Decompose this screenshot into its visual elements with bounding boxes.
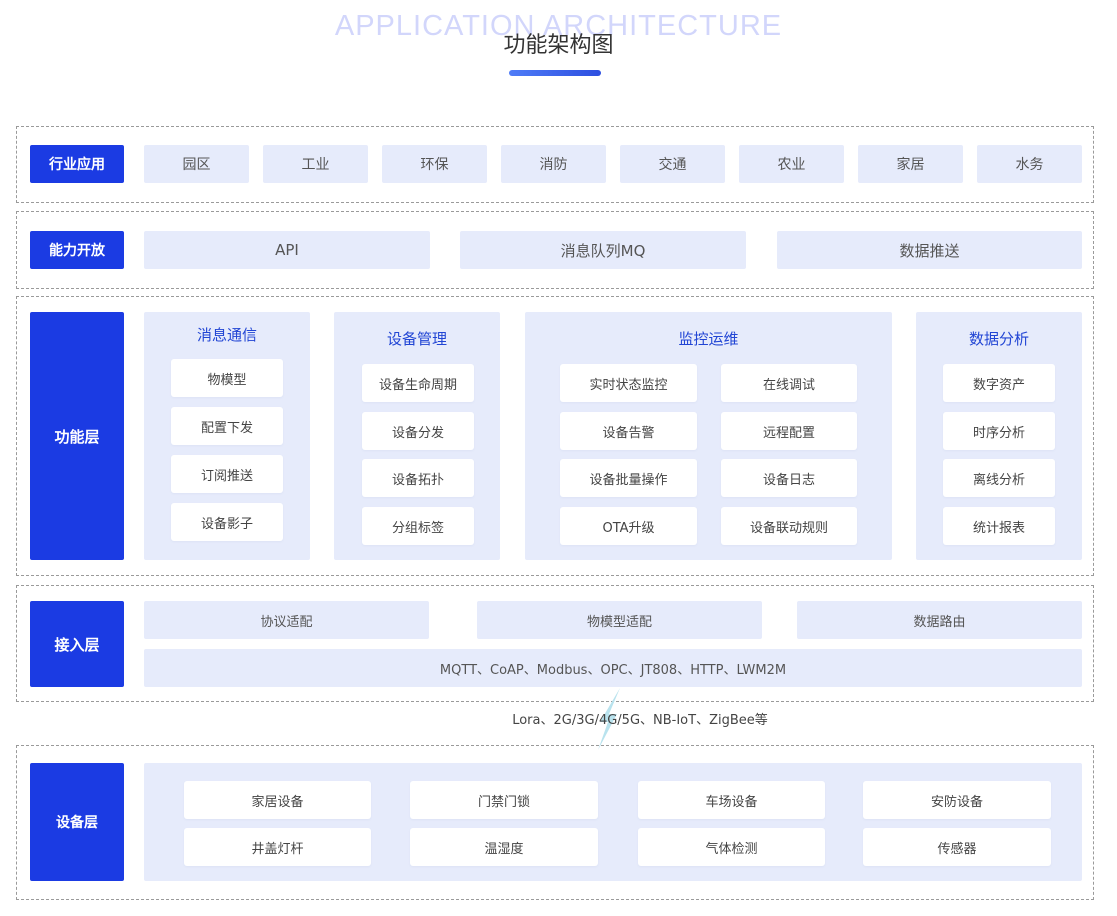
device-mgmt-panel-title: 设备管理 [386, 330, 447, 348]
function-layer-tag: 功能层 [30, 312, 124, 560]
device-item[interactable]: 井盖灯杆 [184, 828, 371, 866]
device-item[interactable]: 家居设备 [184, 781, 371, 819]
device-layer-tag: 设备层 [30, 763, 124, 881]
monitoring-item[interactable]: 设备日志 [721, 459, 857, 497]
device-item[interactable]: 传感器 [863, 828, 1051, 866]
industry-item[interactable]: 水务 [977, 145, 1082, 183]
industry-item[interactable]: 环保 [382, 145, 487, 183]
messaging-panel-title: 消息通信 [196, 326, 257, 344]
monitoring-item[interactable]: 设备联动规则 [721, 507, 857, 545]
device-item[interactable]: 安防设备 [863, 781, 1051, 819]
monitoring-panel-title: 监控运维 [678, 330, 739, 348]
industry-item[interactable]: 农业 [739, 145, 844, 183]
monitoring-item[interactable]: 设备批量操作 [560, 459, 697, 497]
device-mgmt-item[interactable]: 设备生命周期 [362, 364, 474, 402]
access-layer [16, 585, 1094, 702]
messaging-item[interactable]: 物模型 [171, 359, 283, 397]
data-analysis-item[interactable]: 数字资产 [943, 364, 1055, 402]
device-layer [16, 745, 1094, 900]
device-mgmt-item[interactable]: 设备拓扑 [362, 459, 474, 497]
monitoring-item[interactable]: 远程配置 [721, 412, 857, 450]
capability-item[interactable]: API [144, 231, 430, 269]
industry-item[interactable]: 工业 [263, 145, 368, 183]
lightning-bolt-icon [598, 688, 620, 750]
capability-item[interactable]: 消息队列MQ [460, 231, 746, 269]
industry-layer [16, 126, 1094, 203]
data-analysis-item[interactable]: 离线分析 [943, 459, 1055, 497]
page-title: 功能架构图 [503, 33, 614, 58]
connectivity-text: Lora、2G/3G/4G/5G、NB-IoT、ZigBee等 [512, 713, 768, 728]
industry-layer-tag: 行业应用 [30, 145, 124, 183]
industry-item[interactable]: 交通 [620, 145, 725, 183]
monitoring-item[interactable]: 设备告警 [560, 412, 697, 450]
protocols-bar: MQTT、CoAP、Modbus、OPC、JT808、HTTP、LWM2M [144, 649, 1082, 687]
device-item[interactable]: 车场设备 [638, 781, 825, 819]
device-mgmt-item[interactable]: 分组标签 [362, 507, 474, 545]
access-layer-tag: 接入层 [30, 601, 124, 687]
access-item[interactable]: 物模型适配 [477, 601, 762, 639]
monitoring-item[interactable]: 在线调试 [721, 364, 857, 402]
capability-layer [16, 211, 1094, 289]
background-title: APPLICATION ARCHITECTURE [334, 10, 783, 42]
capability-item[interactable]: 数据推送 [777, 231, 1082, 269]
device-item[interactable]: 温湿度 [410, 828, 598, 866]
device-item[interactable]: 门禁门锁 [410, 781, 598, 819]
data-analysis-item[interactable]: 时序分析 [943, 412, 1055, 450]
messaging-item[interactable]: 配置下发 [171, 407, 283, 445]
monitoring-item[interactable]: 实时状态监控 [560, 364, 697, 402]
capability-layer-tag: 能力开放 [30, 231, 124, 269]
messaging-item[interactable]: 设备影子 [171, 503, 283, 541]
device-mgmt-item[interactable]: 设备分发 [362, 412, 474, 450]
messaging-item[interactable]: 订阅推送 [171, 455, 283, 493]
access-item[interactable]: 数据路由 [797, 601, 1082, 639]
data-analysis-panel-title: 数据分析 [968, 330, 1029, 348]
monitoring-item[interactable]: OTA升级 [560, 507, 697, 545]
industry-item[interactable]: 园区 [144, 145, 249, 183]
industry-item[interactable]: 家居 [858, 145, 963, 183]
device-item[interactable]: 气体检测 [638, 828, 825, 866]
access-item[interactable]: 协议适配 [144, 601, 429, 639]
data-analysis-item[interactable]: 统计报表 [943, 507, 1055, 545]
industry-item[interactable]: 消防 [501, 145, 606, 183]
function-layer [16, 296, 1094, 576]
title-underline [509, 70, 601, 76]
